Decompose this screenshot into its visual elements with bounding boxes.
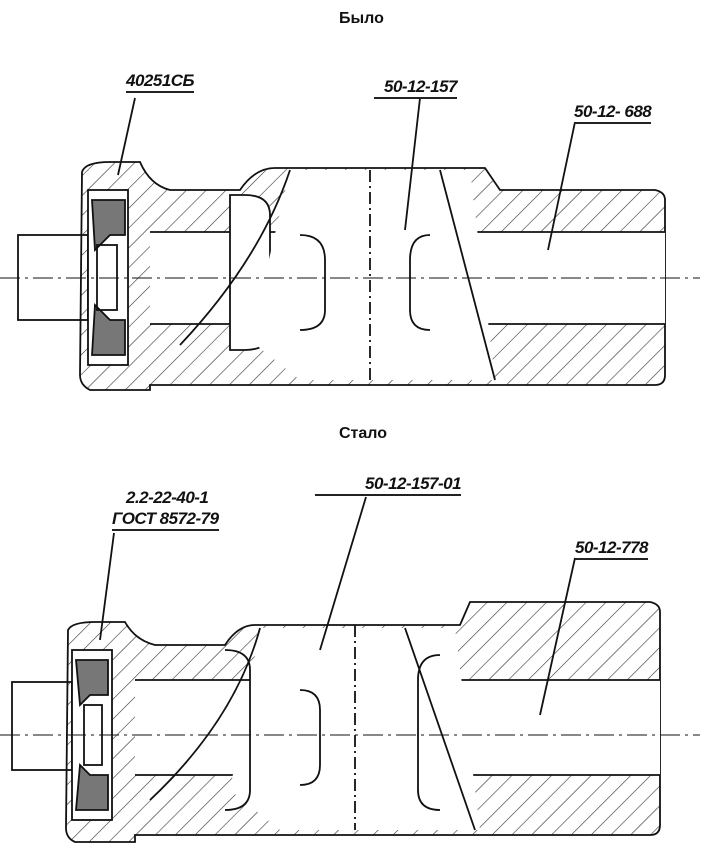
after-assembly — [0, 496, 700, 843]
before-assembly — [0, 97, 700, 391]
label-seal-after-gost: ГОСТ 8572-79 — [112, 510, 219, 531]
label-seal-before: 40251СБ — [126, 72, 195, 93]
after-shaft — [11, 681, 73, 771]
label-part-157-01: 50-12-157-01 — [315, 475, 462, 496]
label-part-157: 50-12-157 — [374, 78, 458, 99]
label-part-778: 50-12-778 — [575, 539, 649, 560]
before-title: Было — [339, 10, 384, 27]
label-seal-after-line1: 2.2-22-40-1 — [126, 488, 209, 507]
after-title: Стало — [339, 425, 388, 442]
label-part-688: 50-12- 688 — [574, 103, 652, 124]
